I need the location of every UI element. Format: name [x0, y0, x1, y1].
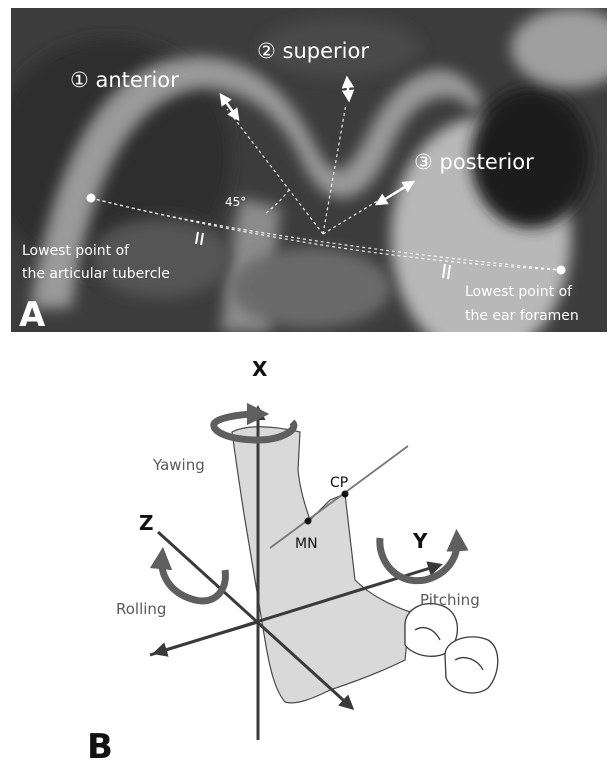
cp-point — [342, 491, 349, 498]
y-axis-label: Y — [412, 529, 428, 553]
cp-label: CP — [330, 475, 348, 491]
ear-foramen-point — [557, 266, 566, 275]
anterior-label: ① anterior — [70, 68, 179, 92]
yawing-label: Yawing — [152, 456, 205, 474]
posterior-label: ③ posterior — [414, 150, 534, 174]
tubercle-label-line2: the articular tubercle — [22, 266, 170, 282]
pitching-label: Pitching — [420, 591, 480, 609]
molar-teeth — [405, 604, 498, 693]
superior-label: ② superior — [257, 39, 369, 63]
panel-a-svg: ① anterior ② superior ③ posterior 45° Lo… — [11, 8, 607, 332]
foramen-label-line2: the ear foramen — [465, 308, 579, 324]
y-axis-negative — [155, 622, 258, 653]
mn-point — [305, 518, 312, 525]
angle-label: 45° — [225, 195, 246, 209]
molar-tooth-2 — [445, 637, 498, 693]
panel-a-ct-image: ① anterior ② superior ③ posterior 45° Lo… — [11, 8, 607, 332]
x-axis-label: X — [252, 357, 268, 381]
rolling-label: Rolling — [116, 600, 166, 618]
articular-tubercle-point — [87, 194, 96, 203]
mn-label: MN — [295, 536, 318, 552]
panel-b-axis-diagram: X Y Z Yawing Rolling Pitching CP MN B — [0, 340, 614, 769]
tubercle-label-line1: Lowest point of — [22, 243, 130, 259]
panel-a-letter: A — [19, 295, 46, 332]
panel-b-letter: B — [87, 727, 113, 767]
panel-b-svg: X Y Z Yawing Rolling Pitching CP MN B — [0, 340, 614, 769]
z-axis-label: Z — [139, 511, 154, 535]
foramen-label-line1: Lowest point of — [465, 284, 573, 300]
